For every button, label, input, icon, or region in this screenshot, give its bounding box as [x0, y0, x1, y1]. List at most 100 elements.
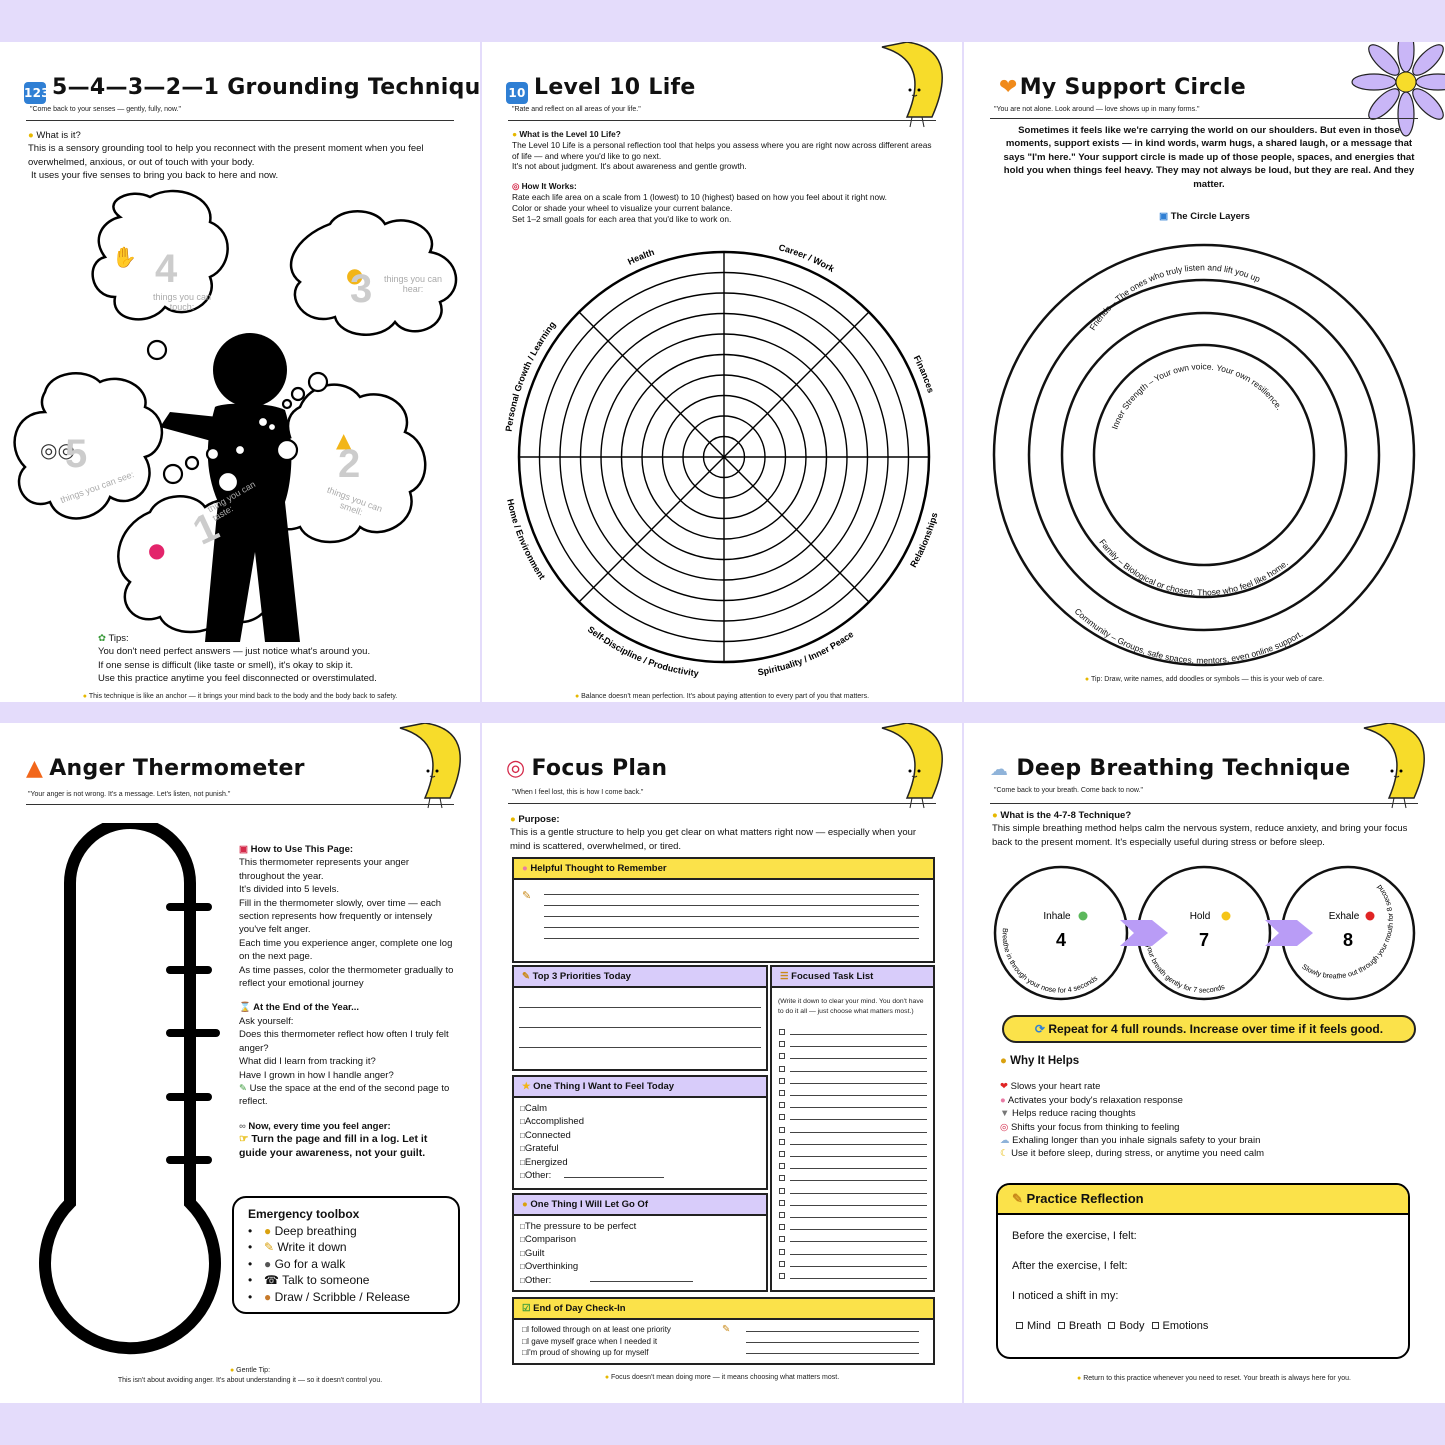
task-checkbox[interactable] — [779, 1212, 785, 1218]
task-checkbox[interactable] — [779, 1248, 785, 1255]
reflect-after[interactable]: After the exercise, I felt: — [1012, 1260, 1128, 1272]
task-checkbox[interactable] — [779, 1138, 785, 1145]
letgo-option[interactable]: Comparison — [520, 1233, 760, 1246]
task-list-box[interactable]: ☰ Focused Task List (Write it down to cl… — [770, 965, 935, 1292]
page-subtitle: "You are not alone. Look around — love s… — [994, 106, 1200, 113]
feel-option[interactable]: Connected — [520, 1129, 760, 1142]
checkin-option[interactable]: I followed through on at least one prior… — [522, 1324, 925, 1336]
opt-emotions[interactable]: Emotions — [1162, 1320, 1209, 1332]
task-line[interactable] — [790, 1046, 927, 1048]
checkin-option[interactable]: I gave myself grace when I needed it — [522, 1336, 925, 1348]
task-line[interactable] — [790, 1265, 927, 1267]
box-header: ● Helpful Thought to Remember — [514, 859, 933, 880]
task-checkbox[interactable] — [779, 1273, 785, 1279]
step-label: Inhale — [1043, 911, 1071, 922]
ring-family-label: Family – Biological or chosen. Those who… — [1097, 537, 1290, 597]
task-line[interactable] — [790, 1168, 927, 1170]
task-line[interactable] — [790, 1058, 927, 1060]
shift-options[interactable]: Mind Breath Body Emotions — [1016, 1320, 1208, 1332]
task-checkbox[interactable] — [779, 1126, 785, 1133]
arrow-icon — [1120, 920, 1168, 946]
task-checkbox[interactable] — [779, 1029, 785, 1035]
checkbox[interactable] — [1057, 1322, 1065, 1329]
checkbox[interactable] — [1151, 1322, 1159, 1329]
priorities-box[interactable]: ✎ Top 3 Priorities Today — [512, 965, 768, 1071]
task-line[interactable] — [790, 1180, 927, 1182]
task-checkbox[interactable] — [779, 1199, 785, 1206]
letgo-option[interactable]: Other: — [520, 1274, 760, 1287]
task-line[interactable] — [790, 1241, 927, 1243]
letgo-box[interactable]: ● One Thing I Will Let Go Of The pressur… — [512, 1193, 768, 1292]
task-checkbox[interactable] — [779, 1102, 785, 1109]
life-wheel[interactable]: Career / WorkFinancesRelationshipsSpirit… — [482, 232, 962, 702]
checkin-option[interactable]: I'm proud of showing up for myself — [522, 1347, 925, 1359]
footer: ● Tip: Draw, write names, add doodles or… — [1084, 676, 1325, 683]
opt-body[interactable]: Body — [1119, 1320, 1145, 1332]
wheel-spoke — [723, 311, 870, 458]
letgo-options[interactable]: The pressure to be perfect Comparison Gu… — [514, 1216, 766, 1291]
task-line[interactable] — [790, 1082, 927, 1084]
box-header: ☑ End of Day Check-In — [514, 1299, 933, 1320]
letgo-option[interactable]: Overthinking — [520, 1260, 760, 1273]
feel-option[interactable]: Accomplished — [520, 1115, 760, 1128]
task-checkbox[interactable] — [779, 1163, 785, 1170]
task-checkbox[interactable] — [779, 1151, 785, 1157]
layers-heading: ▣ The Circle Layers — [1159, 211, 1250, 222]
letgo-option[interactable]: Guilt — [520, 1247, 760, 1260]
toolbox-title: Emergency toolbox — [248, 1207, 360, 1221]
task-checkbox[interactable] — [779, 1114, 785, 1121]
feel-box[interactable]: ★ One Thing I Want to Feel Today Calm Ac… — [512, 1075, 768, 1190]
brain-icon: ● — [1000, 1094, 1006, 1106]
task-checkbox[interactable] — [779, 1224, 785, 1231]
toolbox-item: ● Go for a walk — [248, 1256, 444, 1273]
pointing-hand-icon: ☞ — [239, 1133, 249, 1146]
task-line[interactable] — [790, 1070, 927, 1072]
reflection-box[interactable]: ✎ Practice Reflection Before the exercis… — [996, 1183, 1410, 1359]
support-rings[interactable]: Friends – The ones who truly listen and … — [964, 232, 1445, 672]
task-line[interactable] — [790, 1278, 927, 1279]
task-line[interactable] — [790, 1143, 927, 1145]
task-line[interactable] — [790, 1095, 927, 1096]
task-line[interactable] — [790, 1156, 927, 1157]
anger-title: Anger Thermometer — [49, 756, 305, 781]
letgo-option[interactable]: The pressure to be perfect — [520, 1220, 760, 1233]
thermometer[interactable] — [20, 823, 250, 1403]
helpful-thought-box[interactable]: ● Helpful Thought to Remember ✎ — [512, 857, 935, 963]
task-checkbox[interactable] — [779, 1187, 785, 1194]
feel-option[interactable]: Other: — [520, 1169, 760, 1182]
feel-option[interactable]: Calm — [520, 1102, 760, 1115]
task-line[interactable] — [790, 1204, 927, 1206]
divider — [508, 803, 936, 804]
task-line[interactable] — [790, 1253, 927, 1255]
task-checkbox[interactable] — [779, 1260, 785, 1267]
feel-option[interactable]: Grateful — [520, 1142, 760, 1155]
feel-options[interactable]: Calm Accomplished Connected Grateful Ene… — [514, 1098, 766, 1186]
reflect-before[interactable]: Before the exercise, I felt: — [1012, 1230, 1137, 1242]
footer: ● Gentle Tip: This isn't about avoiding … — [117, 1367, 383, 1384]
task-checkbox[interactable] — [779, 1053, 785, 1060]
checkbox[interactable] — [1016, 1322, 1023, 1329]
checkin-options[interactable]: I followed through on at least one prior… — [514, 1320, 933, 1363]
opt-breath[interactable]: Breath — [1068, 1320, 1102, 1332]
opt-mind[interactable]: Mind — [1027, 1320, 1051, 1332]
task-line[interactable] — [790, 1131, 927, 1133]
task-line[interactable] — [790, 1192, 927, 1194]
breathing-steps[interactable]: Breathe in through your nose for 4 secon… — [964, 858, 1445, 1008]
task-checkbox[interactable] — [779, 1236, 785, 1243]
repeat-banner: ⟳ Repeat for 4 full rounds. Increase ove… — [1002, 1015, 1416, 1043]
toolbox-item: ● Draw / Scribble / Release — [248, 1289, 444, 1306]
task-checkbox[interactable] — [779, 1175, 785, 1182]
task-line[interactable] — [790, 1034, 927, 1035]
task-line[interactable] — [790, 1229, 927, 1231]
task-line[interactable] — [790, 1119, 927, 1121]
page-subtitle: "Rate and reflect on all areas of your l… — [512, 106, 641, 113]
checkin-box[interactable]: ☑ End of Day Check-In I followed through… — [512, 1297, 935, 1365]
feel-option[interactable]: Energized — [520, 1156, 760, 1169]
task-line[interactable] — [790, 1217, 927, 1218]
task-checkbox[interactable] — [779, 1090, 785, 1096]
task-checkbox[interactable] — [779, 1065, 785, 1072]
task-checkbox[interactable] — [779, 1041, 785, 1048]
task-line[interactable] — [790, 1107, 927, 1109]
checkbox[interactable] — [1108, 1322, 1116, 1329]
task-checkbox[interactable] — [779, 1077, 785, 1084]
